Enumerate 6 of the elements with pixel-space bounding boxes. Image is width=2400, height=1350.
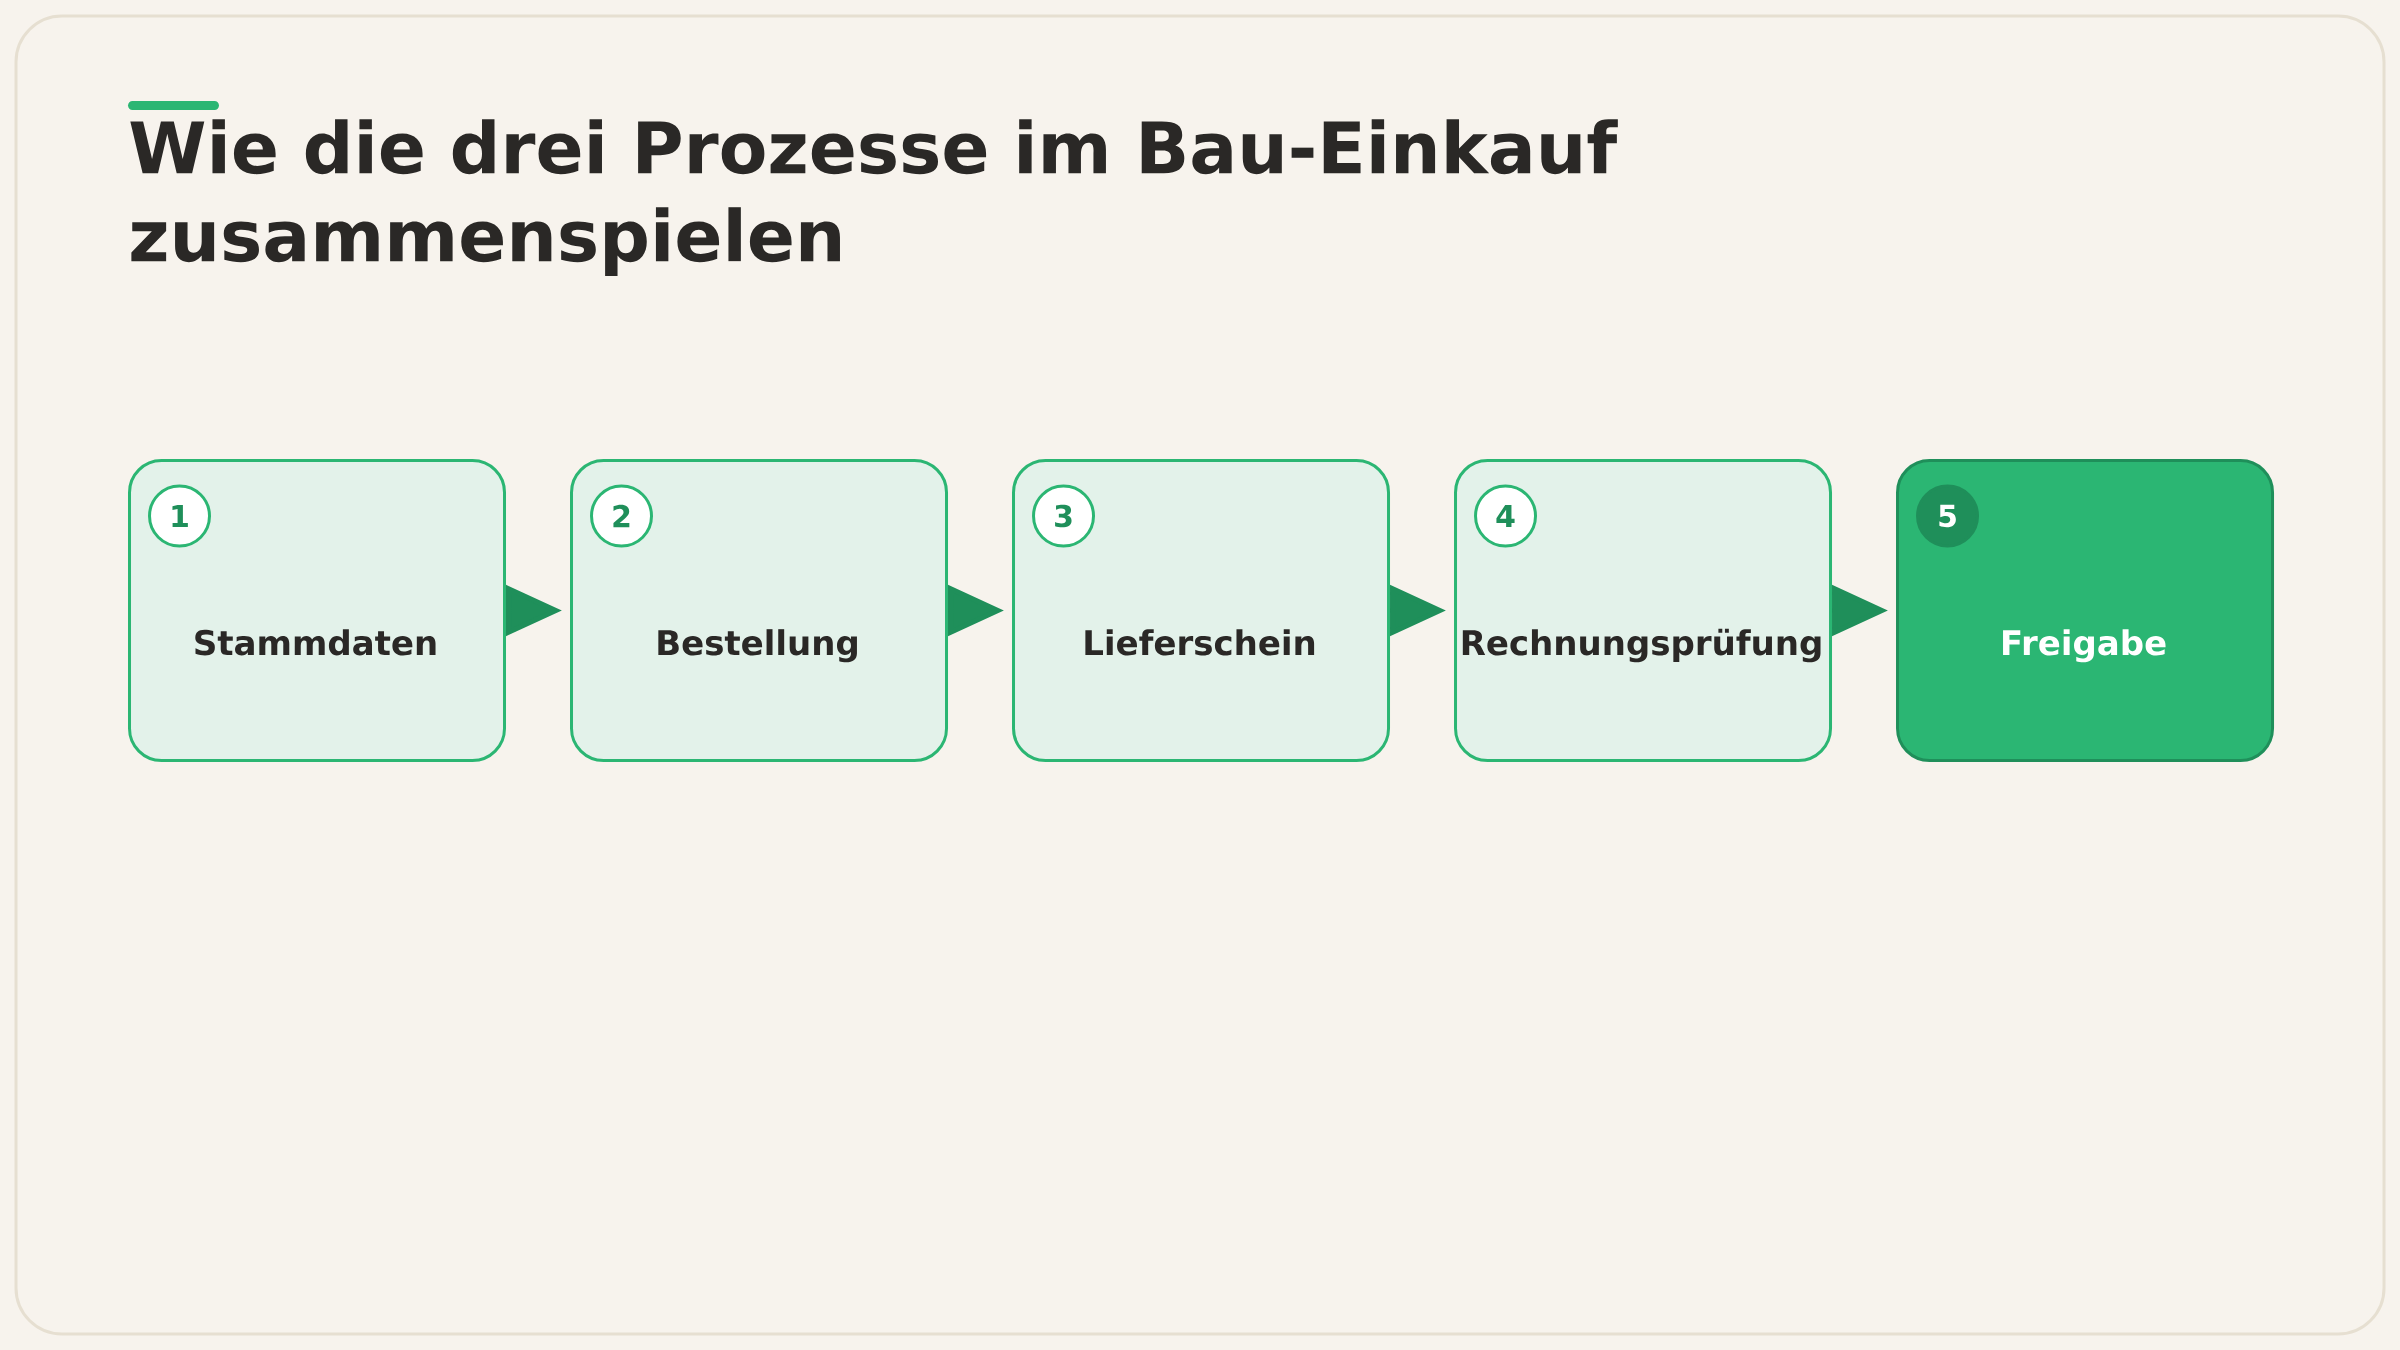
- number-badge: 4: [1474, 484, 1537, 548]
- number-badge: 2: [590, 484, 653, 548]
- number-badge: 3: [1032, 484, 1095, 548]
- number-badge: 5: [1916, 484, 1979, 548]
- number-badge: 1: [148, 484, 211, 548]
- title: Wie die drei Prozesse im Bau-Einkauf zusammenspielen: [130, 119, 1618, 276]
